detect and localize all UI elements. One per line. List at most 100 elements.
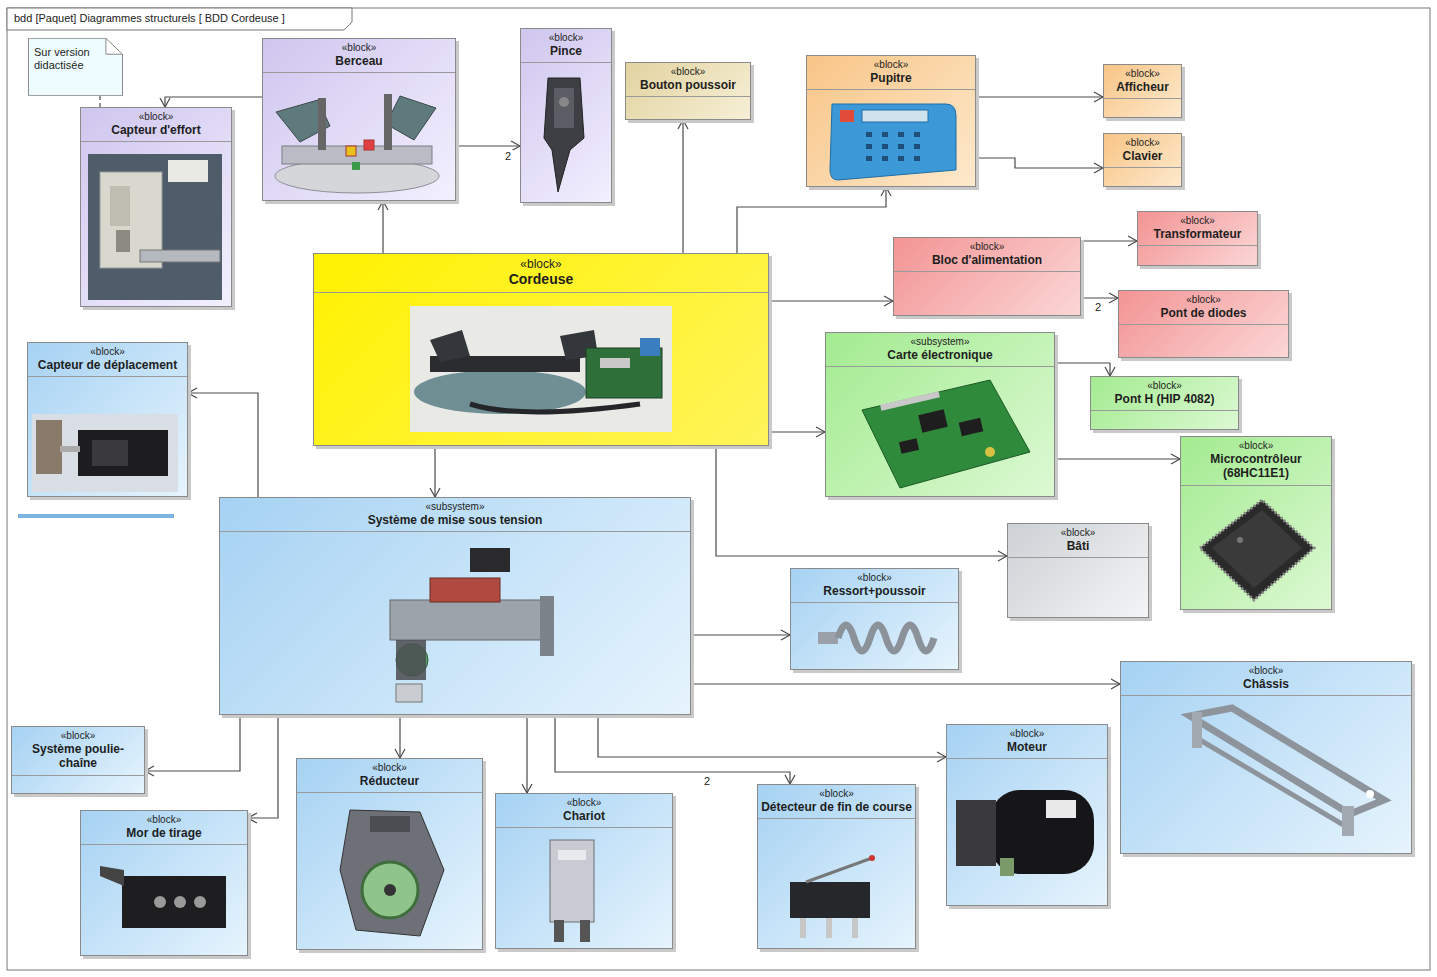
arrow-head: [1094, 92, 1103, 102]
connector-line: [682, 120, 683, 253]
connector: [145, 715, 240, 776]
arrow-head: [430, 488, 440, 497]
stereotype: «block»: [1183, 440, 1329, 452]
stereotype: «block»: [809, 59, 973, 71]
block-name: Pupitre: [809, 71, 973, 85]
force-sensor-photo: [88, 154, 222, 300]
arrow-head: [160, 98, 170, 107]
connector: [395, 715, 405, 758]
block-header: «block»Pont H (HIP 4082): [1091, 377, 1238, 411]
block-header: «block»Pince: [521, 29, 611, 63]
stereotype: «block»: [83, 814, 245, 826]
console-illustration: [830, 104, 956, 180]
block-box: «block»Transformateur: [1137, 211, 1258, 266]
gearbox-illustration: [340, 810, 444, 936]
block-name: Pont de diodes: [1121, 306, 1286, 320]
connector: [976, 158, 1103, 173]
connector-line: [976, 158, 1103, 168]
block-box: «block»Mor de tirage: [80, 810, 248, 956]
connector-line: [691, 683, 1120, 684]
connector: [678, 120, 688, 253]
arrow-head: [1128, 236, 1137, 246]
stereotype: «block»: [793, 572, 956, 584]
block-name: Pont H (HIP 4082): [1093, 392, 1236, 406]
multiplicity-label: 2: [1093, 301, 1103, 313]
stereotype: «block»: [299, 762, 480, 774]
carriage-illustration: [550, 840, 594, 942]
connector: [769, 296, 893, 306]
block-box: «block»Moteur: [946, 724, 1108, 906]
block-header: «block»Pont de diodes: [1119, 291, 1288, 325]
connector: [691, 679, 1120, 689]
connector: [691, 630, 790, 640]
arrow-head: [884, 296, 893, 306]
stereotype: «block»: [1106, 68, 1179, 80]
stereotype: «block»: [1140, 215, 1255, 227]
block-name: Moteur: [949, 740, 1105, 754]
block-name: Transformateur: [1140, 227, 1255, 241]
stereotype: «block»: [316, 257, 766, 271]
block-box: «block»Pont de diodes: [1118, 290, 1289, 358]
block-header: Sur version didactisée: [28, 38, 123, 76]
stereotype: «block»: [1010, 527, 1146, 539]
stereotype: «block»: [949, 728, 1105, 740]
cradle-illustration: [275, 94, 439, 193]
connector-line: [99, 96, 100, 107]
frame-border: [7, 8, 1430, 970]
arrow-head: [816, 427, 825, 437]
block-name: Bouton poussoir: [628, 78, 748, 92]
block-name: Capteur d'effort: [83, 123, 229, 137]
connector: [1055, 454, 1180, 464]
block-box: «block»Bâti: [1007, 523, 1149, 618]
stereotype: «block»: [265, 42, 453, 54]
connector-line: [769, 300, 893, 301]
frame-title: bdd [Paquet] Diagrammes structurels [ BD…: [14, 12, 285, 24]
connector-line: [382, 201, 383, 253]
arrow-head: [522, 784, 532, 793]
block-box: «block»Microcontrôleur (68HC11E1): [1180, 436, 1332, 610]
arrow-head: [785, 775, 795, 784]
block-header: «block»Châssis: [1121, 662, 1411, 696]
block-name: Microcontrôleur (68HC11E1): [1183, 452, 1329, 481]
block-name: Carte électronique: [828, 348, 1052, 362]
block-header: «block»Transformateur: [1138, 212, 1257, 246]
block-box: «block»Pince: [520, 28, 612, 203]
motor-illustration: [956, 790, 1094, 876]
block-box: «block»Berceau: [262, 38, 456, 201]
stereotype: «block»: [1106, 137, 1179, 149]
multiplicity-label: 2: [503, 150, 513, 162]
connector-line: [165, 97, 262, 107]
frame-tab: [7, 8, 352, 30]
pcb-illustration: [862, 380, 1030, 488]
connector-line: [188, 393, 258, 497]
block-box: «block»Cordeuse: [313, 253, 769, 446]
chip-illustration: [1200, 500, 1314, 600]
connector-line: [598, 715, 946, 757]
block-header: «block»Afficheur: [1104, 65, 1181, 99]
clamp-illustration: [544, 78, 584, 192]
connector-line: [434, 446, 435, 497]
block-name: Chariot: [498, 809, 670, 823]
arrow-head: [1094, 163, 1103, 173]
connector: [160, 97, 262, 107]
connector-line: [145, 715, 240, 771]
block-name: Bâti: [1010, 539, 1146, 553]
stereotype: «subsystem»: [828, 336, 1052, 348]
arrow-head: [145, 766, 154, 776]
stereotype: «block»: [1123, 665, 1409, 677]
block-header: «block»Moteur: [947, 725, 1107, 759]
connector-line: [1081, 240, 1137, 241]
block-header: «block»Bouton poussoir: [626, 63, 750, 97]
pulling-jaw-illustration: [100, 866, 226, 928]
multiplicity-label: 2: [702, 775, 712, 787]
stereotype: «block»: [1093, 380, 1236, 392]
blue-bar: [18, 514, 174, 518]
block-header: «block»Pupitre: [807, 56, 975, 90]
block-header: «subsystem»Carte électronique: [826, 333, 1054, 367]
note-shape: [28, 38, 122, 95]
block-name: Ressort+poussoir: [793, 584, 956, 598]
block-header: «block»Cordeuse: [314, 254, 768, 293]
connector: [378, 201, 388, 253]
block-name: Réducteur: [299, 774, 480, 788]
